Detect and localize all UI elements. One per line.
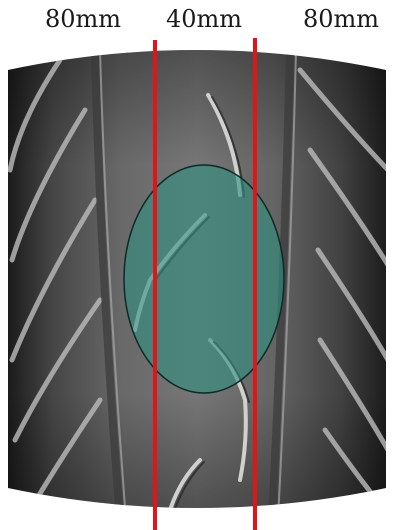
contact-patch-ellipse (124, 165, 284, 393)
